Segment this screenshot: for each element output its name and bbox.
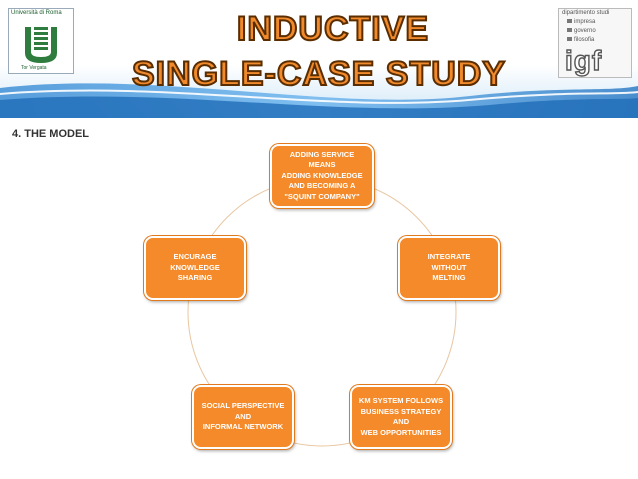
department-acronym: igf	[564, 45, 603, 76]
title-line-1: INDUCTIVE	[236, 9, 430, 49]
university-name: Università di Roma	[11, 10, 62, 16]
cycle-node-encourage-sharing: ENCURAGE KNOWLEDGE SHARING	[144, 236, 246, 300]
campus-name: Tor Vergata	[21, 65, 47, 71]
department-item: filosofia	[567, 37, 594, 43]
cycle-node-social-perspective: SOCIAL PERSPECTIVE AND INFORMAL NETWORK	[192, 385, 294, 449]
university-logo: Università di Roma Tor Vergata	[8, 8, 74, 74]
cycle-node-adding-service: ADDING SERVICE MEANS ADDING KNOWLEDGE AN…	[270, 144, 374, 208]
department-logo: dipartimento studi impresa governo filos…	[558, 8, 632, 78]
department-item: impresa	[567, 19, 595, 25]
cycle-node-km-system: KM SYSTEM FOLLOWS BUSINESS STRATEGY AND …	[350, 385, 452, 449]
title-line-2: SINGLE-CASE STUDY	[131, 54, 507, 94]
section-title: 4. THE MODEL	[12, 128, 90, 140]
university-emblem	[25, 27, 57, 63]
department-name: dipartimento studi	[562, 10, 610, 16]
department-item: governo	[567, 28, 596, 34]
slide-header: Università di Roma Tor Vergata INDUCTIVE…	[0, 0, 638, 118]
header-background	[0, 0, 638, 118]
cycle-node-integrate: INTEGRATE WITHOUT MELTING	[398, 236, 500, 300]
